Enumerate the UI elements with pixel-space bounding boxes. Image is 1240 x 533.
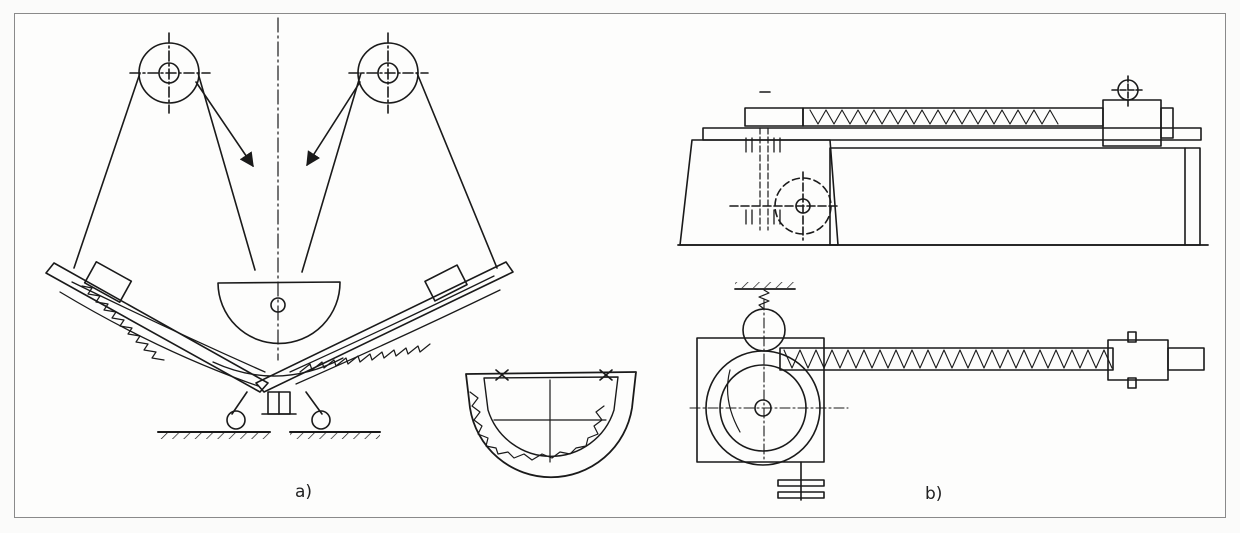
support-base [157,391,381,439]
right-braid [299,343,431,373]
mandrel [212,281,344,377]
panel-b-label: b) [925,484,943,504]
left-braid [81,285,165,361]
panel-b-front-drawing [689,282,1205,501]
left-arm [45,261,269,393]
arrow-right [306,81,361,167]
panel-b-top-drawing [677,75,1209,246]
ropes [73,72,498,273]
right-pulley [348,32,429,114]
arrow-left [195,81,254,168]
left-pulley [129,32,211,114]
product-section [465,369,637,479]
right-arm [255,261,514,393]
panel-a-label: a) [295,482,313,502]
panel-a-drawing [45,17,514,439]
